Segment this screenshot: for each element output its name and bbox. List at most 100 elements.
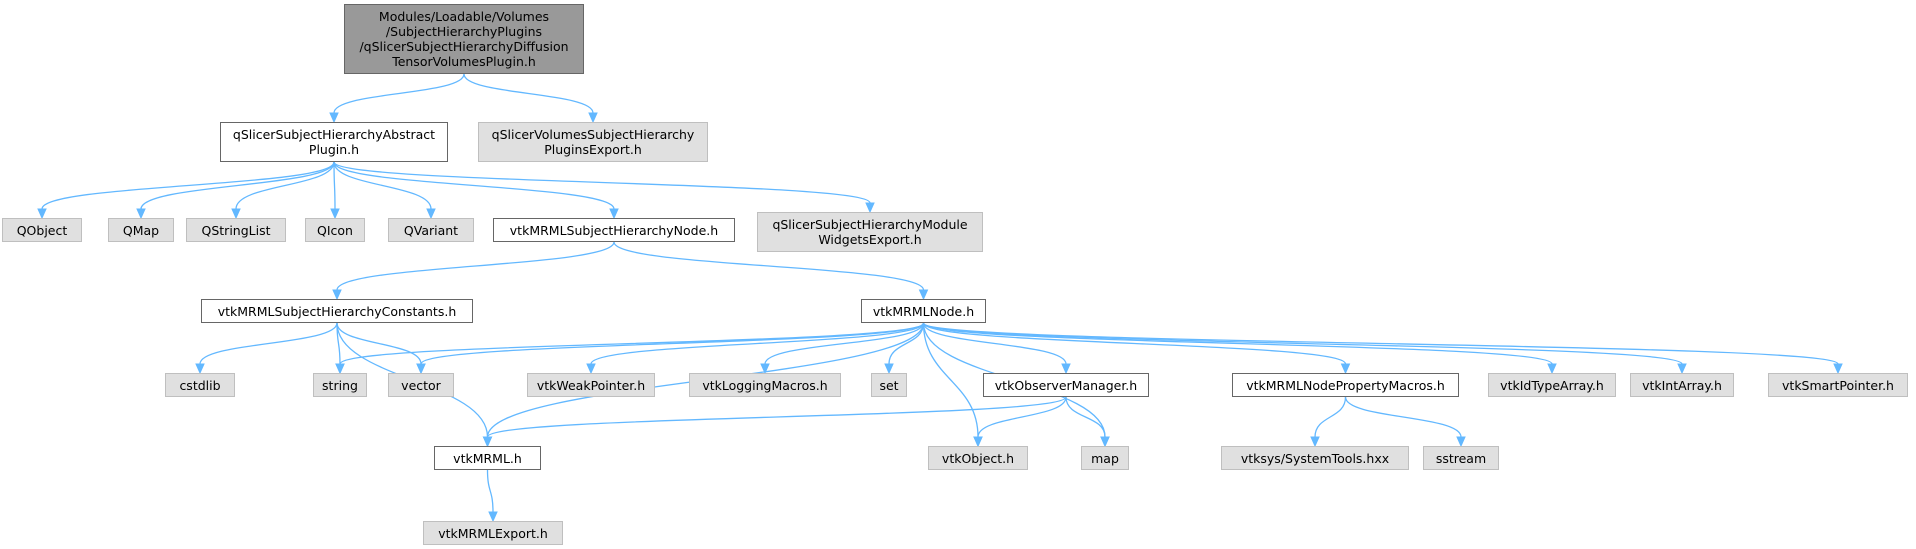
edge-arrowhead xyxy=(136,208,146,220)
node-qobject[interactable]: QObject xyxy=(2,218,82,242)
edge-arrowhead xyxy=(195,363,205,375)
node-label: vtkMRMLNodePropertyMacros.h xyxy=(1246,377,1445,393)
edge-observer-to-mrml xyxy=(486,396,1067,438)
node-mrmlexport[interactable]: vtkMRMLExport.h xyxy=(423,521,563,545)
edge-arrowhead xyxy=(329,112,339,124)
node-qstringlist[interactable]: QStringList xyxy=(186,218,286,242)
edge-mrmlnode-to-logging xyxy=(764,322,925,365)
edge-arrowhead xyxy=(1061,363,1071,375)
edge-root-to-volexport xyxy=(463,73,594,114)
node-set[interactable]: set xyxy=(871,373,907,397)
node-vector[interactable]: vector xyxy=(388,373,454,397)
node-object[interactable]: vtkObject.h xyxy=(928,446,1028,470)
edge-arrowhead xyxy=(37,208,47,220)
edge-arrowhead xyxy=(231,208,241,220)
edge-propmacros-to-systools xyxy=(1314,396,1347,438)
edge-arrowhead xyxy=(586,363,596,375)
node-smartptr[interactable]: vtkSmartPointer.h xyxy=(1768,373,1908,397)
node-map[interactable]: map xyxy=(1081,446,1129,470)
node-idtype[interactable]: vtkIdTypeArray.h xyxy=(1488,373,1616,397)
edge-mrmlnode-to-vector xyxy=(420,322,925,365)
node-systools[interactable]: vtksys/SystemTools.hxx xyxy=(1221,446,1409,470)
node-label: qSlicerSubjectHierarchyModule WidgetsExp… xyxy=(772,217,968,247)
node-intarray[interactable]: vtkIntArray.h xyxy=(1630,373,1734,397)
node-qvariant[interactable]: QVariant xyxy=(388,218,474,242)
node-observer[interactable]: vtkObserverManager.h xyxy=(983,373,1149,397)
node-label: string xyxy=(322,377,358,393)
node-label: QVariant xyxy=(403,222,459,238)
edge-arrowhead xyxy=(760,363,770,375)
edge-mrmlnode-to-propmacros xyxy=(922,322,1347,365)
node-label: Modules/Loadable/Volumes /SubjectHierarc… xyxy=(359,9,569,69)
edge-arrowhead xyxy=(609,208,619,220)
edge-mrmlnode-to-object xyxy=(922,322,979,438)
node-label: set xyxy=(879,377,899,393)
node-label: QObject xyxy=(16,222,68,238)
edge-arrowhead xyxy=(588,112,598,124)
node-label: vtkMRMLNode.h xyxy=(872,303,975,319)
node-label: vtkObject.h xyxy=(941,450,1015,466)
edge-mrmlnode-to-observer xyxy=(922,322,1067,365)
edge-arrowhead xyxy=(865,202,875,214)
edge-arrowhead xyxy=(332,289,342,301)
edge-arrowhead xyxy=(884,363,894,375)
edge-arrowhead xyxy=(918,289,929,301)
edge-arrowhead xyxy=(488,511,498,523)
edge-abstract-to-shnode xyxy=(333,161,615,210)
node-sstream[interactable]: sstream xyxy=(1423,446,1499,470)
node-volexport[interactable]: qSlicerVolumesSubjectHierarchy PluginsEx… xyxy=(478,122,708,162)
node-logging[interactable]: vtkLoggingMacros.h xyxy=(689,373,841,397)
edge-abstract-to-qobject xyxy=(41,161,335,210)
edge-arrowhead xyxy=(1547,363,1557,375)
node-label: QIcon xyxy=(317,222,353,238)
node-label: QStringList xyxy=(201,222,271,238)
node-label: vtkSmartPointer.h xyxy=(1782,377,1894,393)
edge-arrowhead xyxy=(416,363,426,375)
edge-arrowhead xyxy=(426,208,436,220)
node-propmacros[interactable]: vtkMRMLNodePropertyMacros.h xyxy=(1232,373,1459,397)
edge-arrowhead xyxy=(1340,363,1351,375)
node-label: qSlicerVolumesSubjectHierarchy PluginsEx… xyxy=(491,127,695,157)
edge-arrowhead xyxy=(335,363,345,375)
edge-shnode-to-shconst xyxy=(336,241,615,291)
node-root[interactable]: Modules/Loadable/Volumes /SubjectHierarc… xyxy=(344,4,584,74)
edge-abstract-to-modexport xyxy=(333,161,871,204)
node-cstdlib[interactable]: cstdlib xyxy=(165,373,235,397)
edge-arrowhead xyxy=(482,436,493,448)
node-mrml[interactable]: vtkMRML.h xyxy=(434,446,541,470)
node-qmap[interactable]: QMap xyxy=(108,218,174,242)
node-label: vtkIdTypeArray.h xyxy=(1500,377,1604,393)
node-modexport[interactable]: qSlicerSubjectHierarchyModule WidgetsExp… xyxy=(757,212,983,252)
node-weakptr[interactable]: vtkWeakPointer.h xyxy=(527,373,655,397)
edge-observer-to-map xyxy=(1065,396,1106,438)
node-label: cstdlib xyxy=(179,377,221,393)
node-label: vtkMRMLSubjectHierarchyNode.h xyxy=(509,222,719,238)
edge-arrowhead xyxy=(1100,436,1110,448)
node-label: vtkIntArray.h xyxy=(1642,377,1722,393)
node-label: vector xyxy=(401,377,441,393)
edge-propmacros-to-sstream xyxy=(1344,396,1462,438)
node-label: QMap xyxy=(122,222,160,238)
node-string[interactable]: string xyxy=(313,373,367,397)
edge-arrowhead xyxy=(330,208,340,220)
edge-arrowhead xyxy=(973,436,983,448)
edge-shconst-to-cstdlib xyxy=(199,322,338,365)
node-mrmlnode[interactable]: vtkMRMLNode.h xyxy=(861,299,986,323)
node-label: vtkMRMLExport.h xyxy=(438,525,548,541)
node-abstract[interactable]: qSlicerSubjectHierarchyAbstract Plugin.h xyxy=(220,122,448,162)
node-label: map xyxy=(1091,450,1119,466)
edge-shconst-to-vector xyxy=(336,322,422,365)
node-shnode[interactable]: vtkMRMLSubjectHierarchyNode.h xyxy=(493,218,735,242)
edge-mrmlnode-to-weakptr xyxy=(590,322,925,365)
edge-mrmlnode-to-smartptr xyxy=(922,322,1839,365)
node-qicon[interactable]: QIcon xyxy=(305,218,365,242)
edge-abstract-to-qvariant xyxy=(333,161,432,210)
edge-arrowhead xyxy=(1310,436,1320,448)
edge-observer-to-object xyxy=(977,396,1067,438)
edge-abstract-to-qmap xyxy=(140,161,335,210)
node-shconst[interactable]: vtkMRMLSubjectHierarchyConstants.h xyxy=(201,299,473,323)
node-label: vtkMRMLSubjectHierarchyConstants.h xyxy=(217,303,457,319)
edge-mrmlnode-to-intarray xyxy=(922,322,1683,365)
edge-mrmlnode-to-idtype xyxy=(922,322,1553,365)
